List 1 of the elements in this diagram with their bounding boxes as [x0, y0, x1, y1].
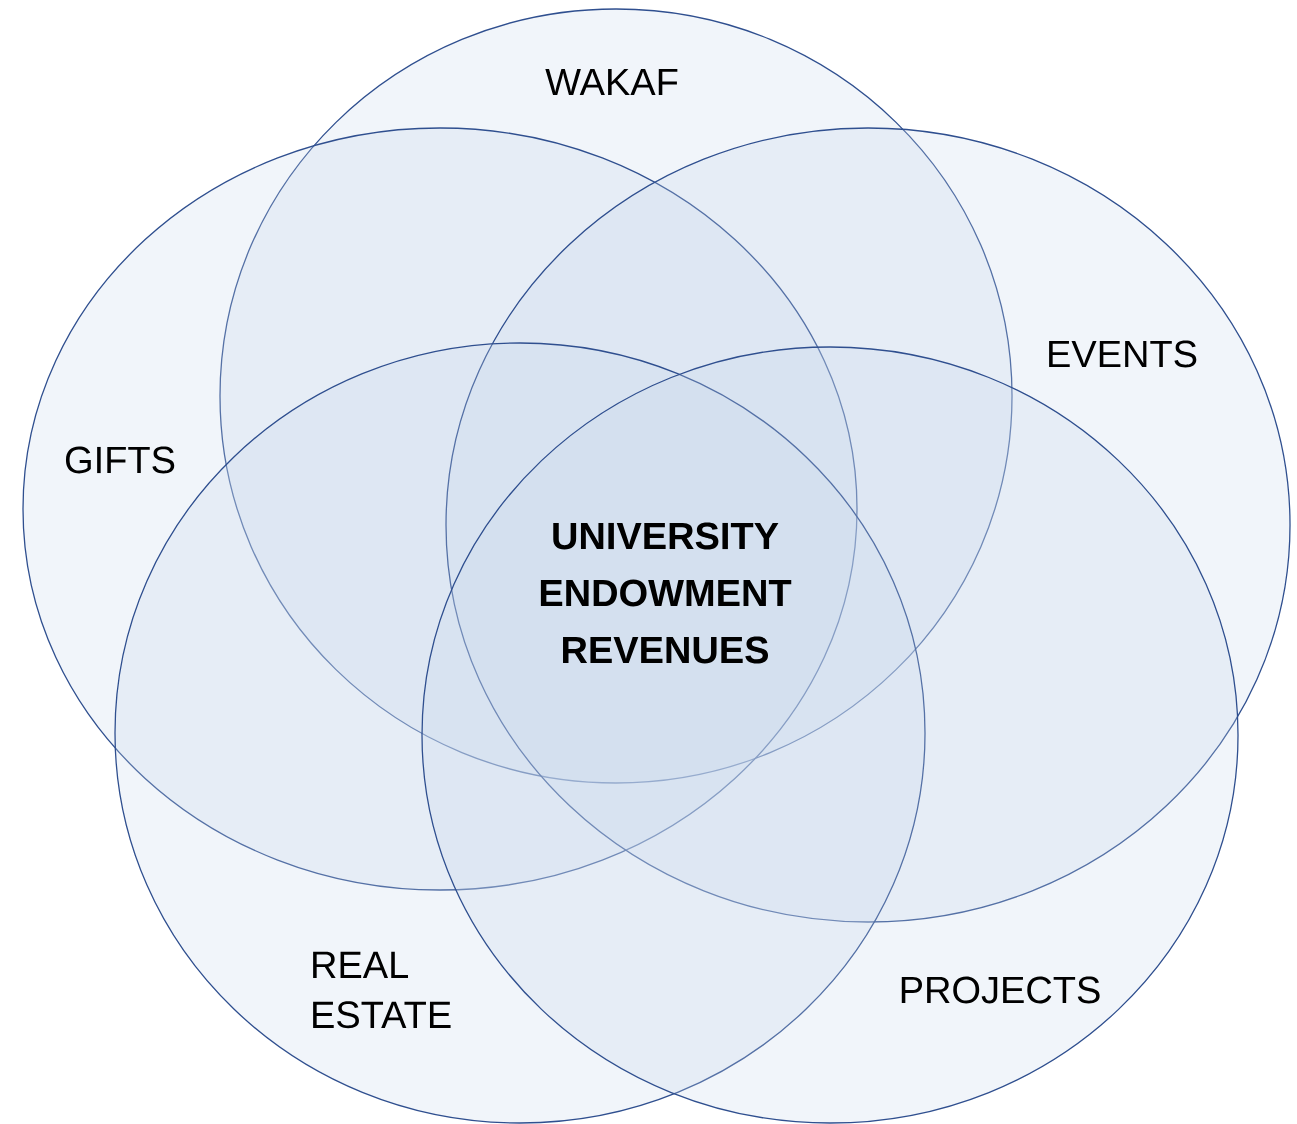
centre-label: UNIVERSITY ENDOWMENT REVENUES [540, 522, 792, 664]
